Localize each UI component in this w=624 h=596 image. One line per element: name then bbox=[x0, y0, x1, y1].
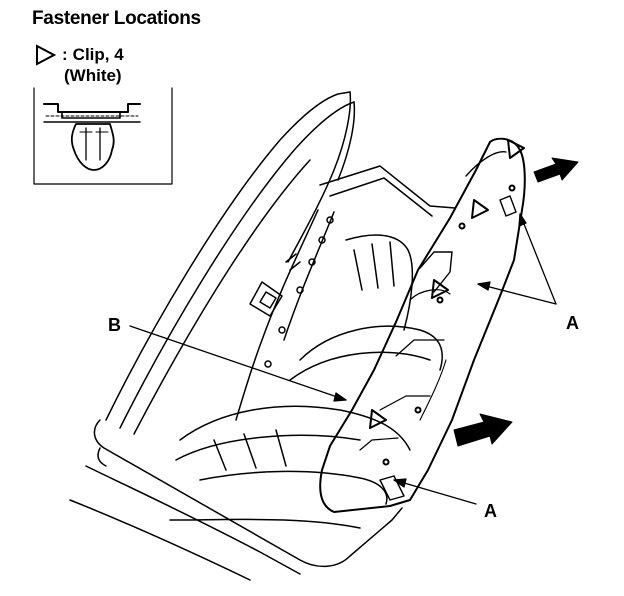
clip-location-icon bbox=[507, 139, 525, 159]
callout-a-upper: A bbox=[566, 313, 579, 333]
legend-color-note: (White) bbox=[64, 66, 122, 85]
clip-location-markers bbox=[369, 139, 525, 429]
body-frame bbox=[105, 91, 456, 435]
legend-separator: : bbox=[62, 45, 68, 64]
door-sill bbox=[69, 419, 403, 581]
rear-seat bbox=[169, 234, 443, 529]
clip-location-icon bbox=[369, 409, 387, 429]
open-triangle-icon bbox=[36, 44, 56, 66]
arrow-right-icon bbox=[533, 157, 579, 183]
legend-item: Clip, 4 bbox=[72, 45, 124, 64]
page-title: Fastener Locations bbox=[32, 8, 201, 29]
callout-b: B bbox=[108, 315, 121, 335]
trim-panel-b bbox=[319, 137, 526, 513]
legend-clip: : Clip, 4 bbox=[34, 44, 124, 66]
removal-arrows bbox=[453, 157, 579, 447]
arrow-right-icon bbox=[453, 413, 513, 447]
leader-lines bbox=[129, 213, 557, 505]
clip-location-icon bbox=[471, 199, 489, 219]
callout-a-lower: A bbox=[484, 501, 497, 521]
clip-location-icon bbox=[431, 279, 449, 299]
clip-detail-inset bbox=[33, 87, 173, 185]
clip-icon bbox=[70, 123, 115, 171]
